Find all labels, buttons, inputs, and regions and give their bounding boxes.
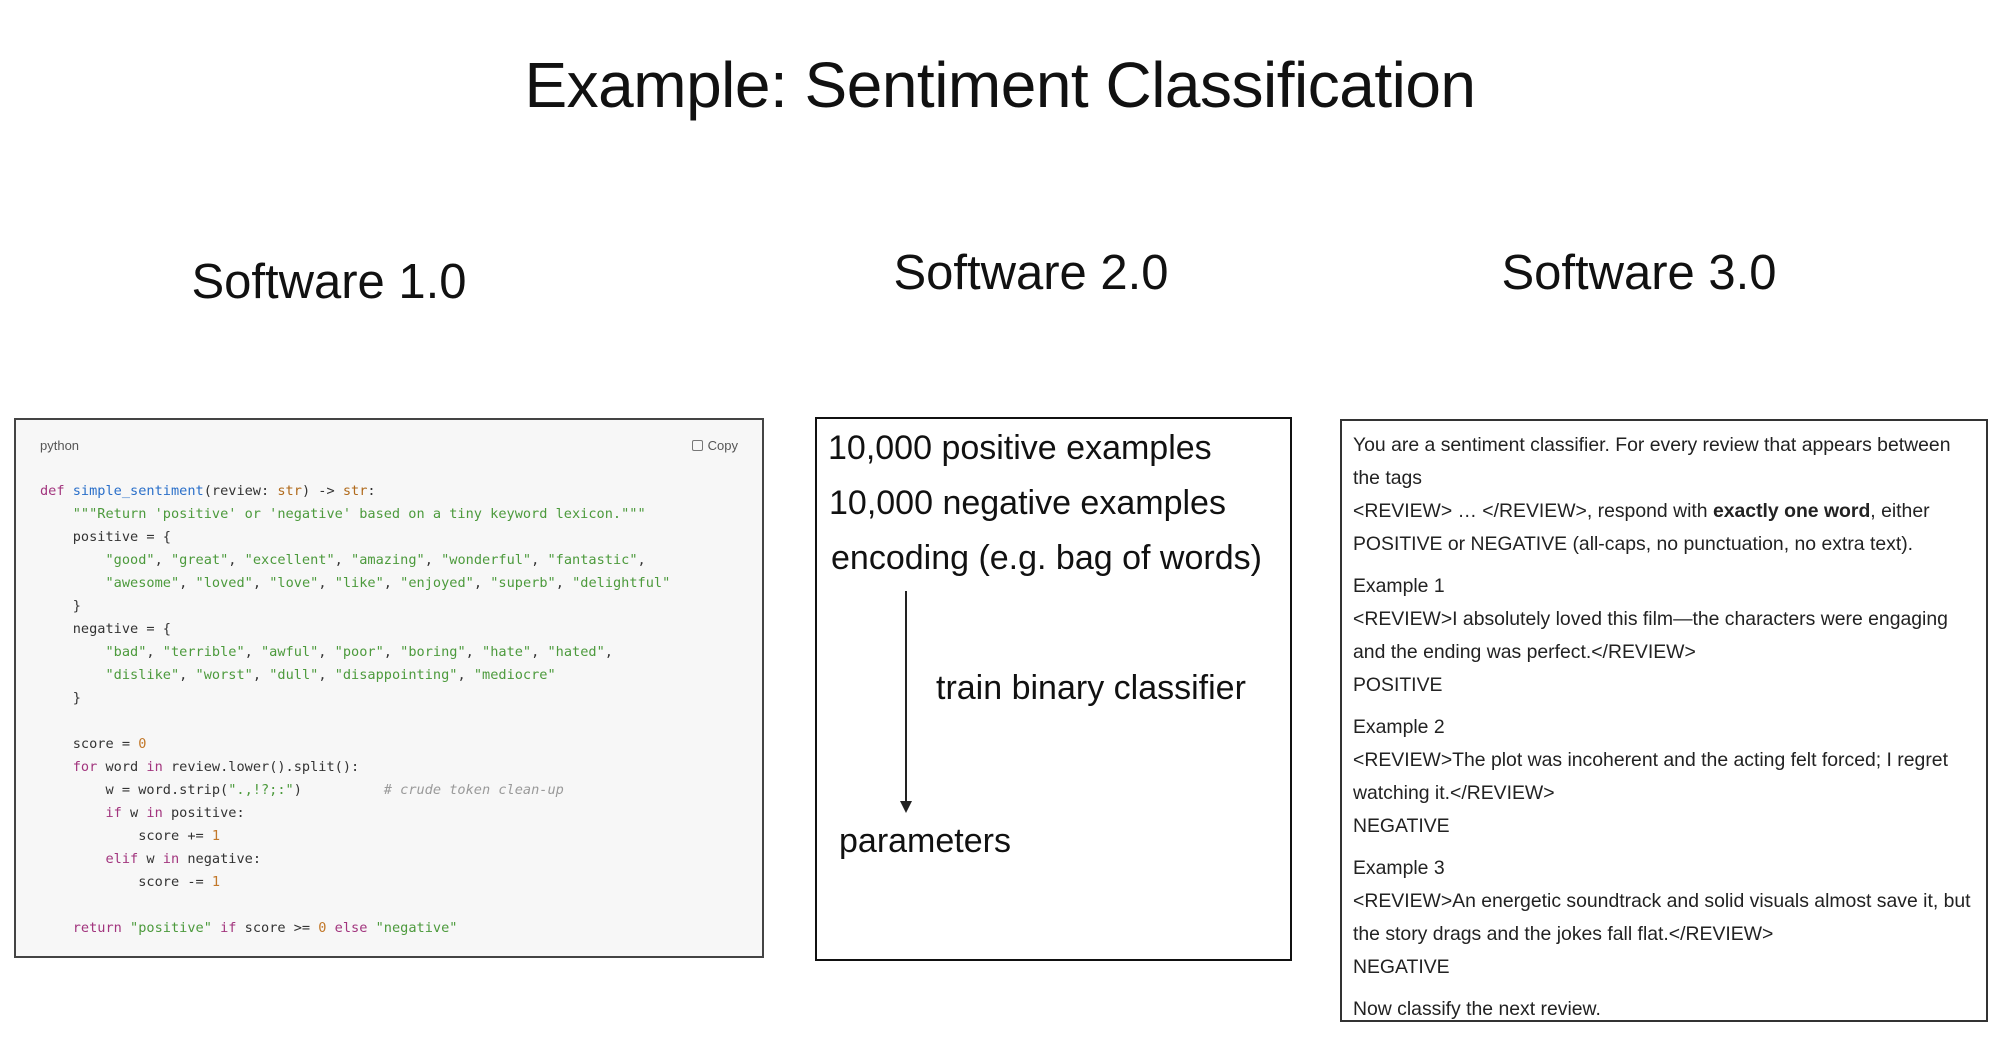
slide-title: Example: Sentiment Classification bbox=[524, 49, 1476, 121]
prompt-instruction-line: <REVIEW> … </REVIEW>, respond with exact… bbox=[1353, 500, 1930, 522]
training-arrow-head bbox=[900, 801, 912, 813]
copy-button[interactable]: Copy bbox=[691, 438, 738, 453]
code-block: def simple_sentiment(review: str) -> str… bbox=[40, 483, 671, 936]
prompt-intro-line: You are a sentiment classifier. For ever… bbox=[1353, 434, 1951, 489]
prompt-panel: You are a sentiment classifier. For ever… bbox=[1340, 419, 1988, 1022]
example-review: <REVIEW>I absolutely loved this film—the… bbox=[1353, 608, 1948, 663]
negative-examples-label: 10,000 negative examples bbox=[829, 484, 1226, 522]
parameters-label: parameters bbox=[839, 822, 1011, 860]
example-answer: POSITIVE bbox=[1353, 674, 1443, 696]
example-answer: NEGATIVE bbox=[1353, 815, 1450, 837]
copy-icon bbox=[691, 440, 703, 451]
encoding-label: encoding (e.g. bag of words) bbox=[831, 539, 1262, 577]
example-label: Example 2 bbox=[1353, 716, 1445, 738]
software-1-heading: Software 1.0 bbox=[191, 255, 467, 309]
prompt-closing-line: Now classify the next review. bbox=[1353, 998, 1601, 1020]
positive-examples-label: 10,000 positive examples bbox=[828, 429, 1212, 467]
prompt-format-line: POSITIVE or NEGATIVE (all-caps, no punct… bbox=[1353, 533, 1914, 555]
example-review: <REVIEW>The plot was incoherent and the … bbox=[1353, 749, 1948, 804]
emphasis-text: exactly one word bbox=[1712, 500, 1871, 522]
example-label: Example 3 bbox=[1353, 857, 1445, 879]
training-arrow-shaft bbox=[905, 591, 907, 803]
software-2-heading: Software 2.0 bbox=[893, 246, 1169, 300]
software-2-panel: 10,000 positive examples 10,000 negative… bbox=[815, 417, 1292, 961]
copy-label: Copy bbox=[707, 438, 738, 453]
example-answer: NEGATIVE bbox=[1353, 956, 1450, 978]
train-classifier-label: train binary classifier bbox=[936, 669, 1246, 707]
software-3-heading: Software 3.0 bbox=[1501, 246, 1777, 300]
example-review: <REVIEW>An energetic soundtrack and soli… bbox=[1353, 890, 1971, 945]
code-panel: python Copy def simple_sentiment(review:… bbox=[14, 418, 764, 958]
code-language-label: python bbox=[40, 438, 80, 453]
example-label: Example 1 bbox=[1353, 575, 1445, 597]
